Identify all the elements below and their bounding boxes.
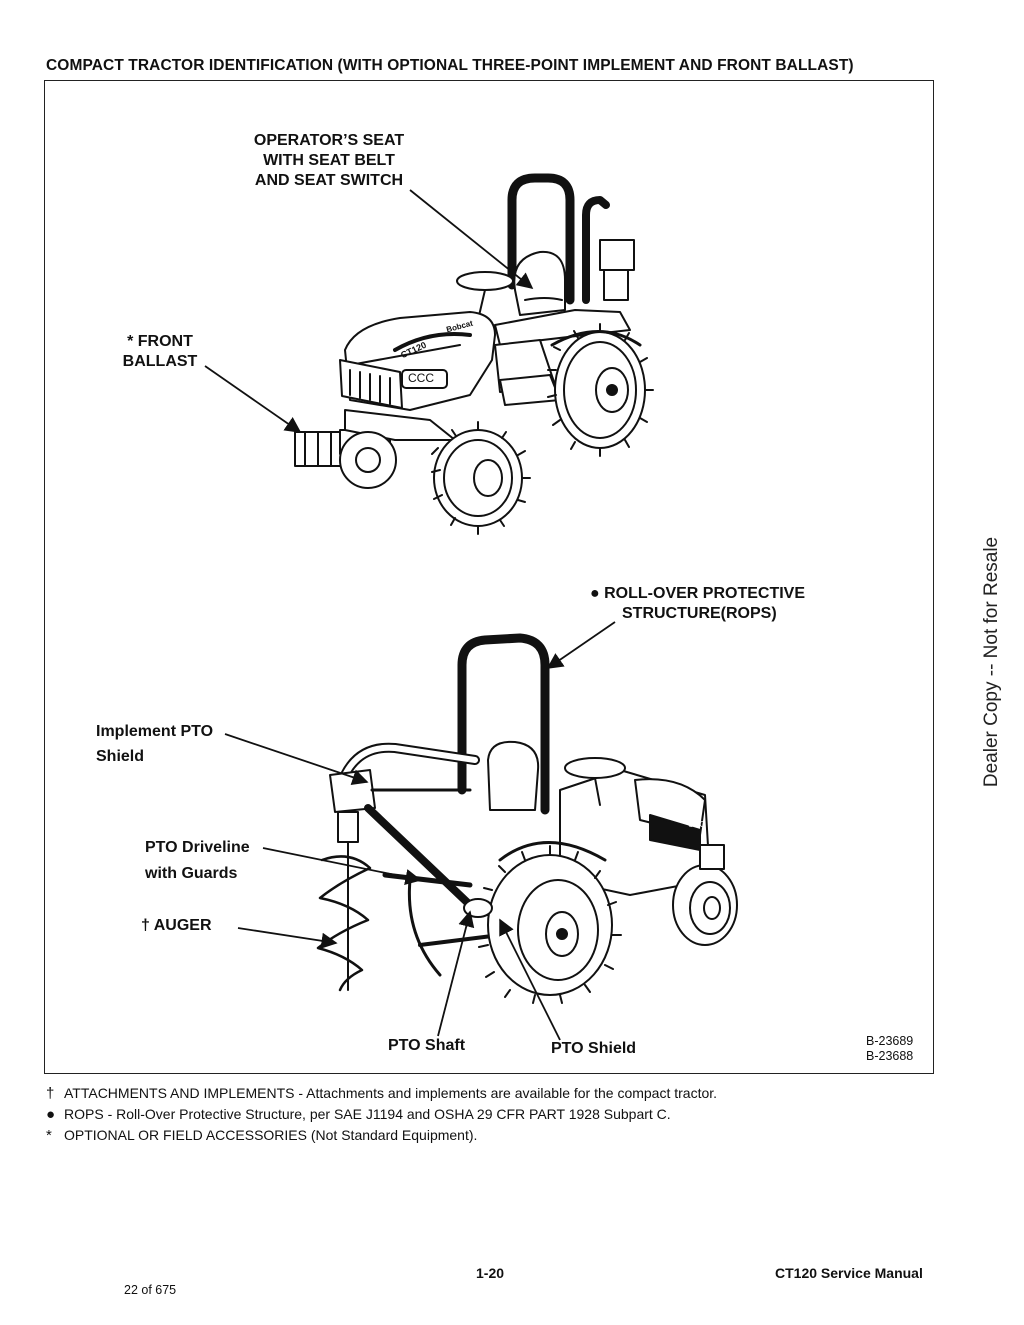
figure-codes: B-23689 B-23688 <box>866 1034 913 1064</box>
footnote: ● ROPS - Roll-Over Protective Structure,… <box>46 1104 717 1125</box>
seat-callout-line2: WITH SEAT BELT <box>263 152 395 169</box>
dealer-watermark: Dealer Copy -- Not for Resale <box>981 536 1002 788</box>
page-number: 1-20 <box>476 1265 505 1281</box>
page-of-total: 22 of 675 <box>124 1283 177 1297</box>
ballast-callout-line2: BALLAST <box>122 353 198 370</box>
implement-pto-shield-line1: Implement PTO <box>96 723 214 740</box>
rops-callout-line1: ROLL-OVER PROTECTIVE <box>604 585 806 602</box>
leader-lines <box>204 189 616 1041</box>
ballast-callout-line1: * FRONT <box>127 333 193 350</box>
figure-code: B-23689 <box>866 1034 914 1048</box>
implement-pto-shield-callout: Implement PTO Shield <box>96 719 213 769</box>
rops-callout-line2: STRUCTURE(ROPS) <box>622 605 777 622</box>
seat-callout-line1: OPERATOR’S SEAT <box>253 132 405 149</box>
figure-frame <box>44 80 934 1074</box>
pto-driveline-line2: with Guards <box>145 865 238 882</box>
rops-bullet: ● <box>590 585 600 602</box>
footnote-text: ATTACHMENTS AND IMPLEMENTS - Attachments… <box>64 1085 718 1101</box>
grille-badge-text: CCC <box>408 371 434 385</box>
figure-code: B-23688 <box>866 1049 914 1063</box>
seat-callout: OPERATOR’S SEAT WITH SEAT BELT AND SEAT … <box>248 131 410 191</box>
pto-shield-callout: PTO Shield <box>551 1040 637 1057</box>
ballast-callout: * FRONT BALLAST <box>115 332 205 372</box>
footnote: † ATTACHMENTS AND IMPLEMENTS - Attachmen… <box>46 1083 717 1104</box>
footnote-symbol: † <box>46 1085 55 1102</box>
footnote: * OPTIONAL OR FIELD ACCESSORIES (Not Sta… <box>46 1125 717 1146</box>
footnote-text: ROPS - Roll-Over Protective Structure, p… <box>64 1106 671 1122</box>
manual-title: CT120 Service Manual <box>775 1265 923 1281</box>
pto-driveline-line1: PTO Driveline <box>145 839 250 856</box>
rops-callout: ● ROLL-OVER PROTECTIVE STRUCTURE(ROPS) <box>590 584 805 624</box>
footnotes: † ATTACHMENTS AND IMPLEMENTS - Attachmen… <box>46 1083 717 1146</box>
footnote-text: OPTIONAL OR FIELD ACCESSORIES (Not Stand… <box>64 1127 478 1143</box>
pto-shaft-callout: PTO Shaft <box>388 1037 466 1054</box>
pto-driveline-callout: PTO Driveline with Guards <box>145 835 250 887</box>
side-badge-text: CCC <box>688 820 706 829</box>
footnote-symbol: * <box>46 1127 52 1144</box>
top-tractor-drawing <box>294 173 654 535</box>
page-title: COMPACT TRACTOR IDENTIFICATION (WITH OPT… <box>46 57 854 74</box>
auger-callout: † AUGER <box>141 917 212 934</box>
implement-pto-shield-line2: Shield <box>96 748 145 765</box>
footnote-symbol: ● <box>46 1106 56 1123</box>
bottom-tractor-drawing <box>316 633 738 1004</box>
seat-callout-line3: AND SEAT SWITCH <box>254 172 404 189</box>
